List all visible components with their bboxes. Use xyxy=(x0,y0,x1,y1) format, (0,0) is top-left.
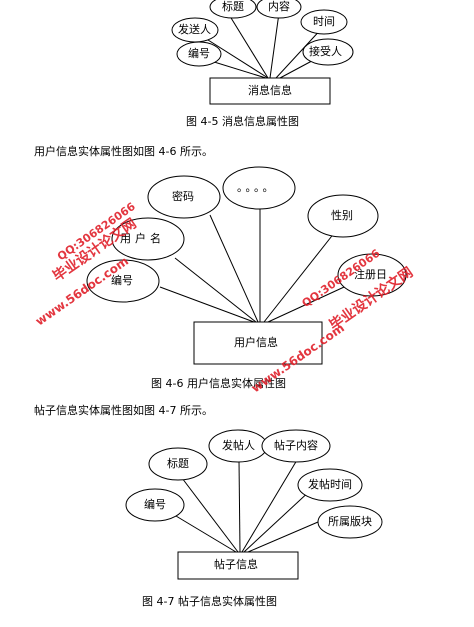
attr-label-receiver: 接受人 xyxy=(309,45,342,58)
attr-ellipse xyxy=(86,259,160,303)
attr-label-post-content: 帖子内容 xyxy=(274,439,318,452)
entity-box xyxy=(177,551,299,580)
attr-ellipse xyxy=(307,194,379,238)
figure-caption: 图 4-5 消息信息属性图 xyxy=(186,115,299,128)
attr-label-content: 内容 xyxy=(268,0,290,13)
attr-label-id: 编号 xyxy=(144,498,166,511)
attr-label-register-date: 注册日 xyxy=(354,268,387,281)
attr-ellipse xyxy=(209,0,257,19)
attr-label-id: 编号 xyxy=(188,47,210,60)
attr-ellipse xyxy=(256,0,302,19)
attr-label-ellipsis: 。。。。 xyxy=(237,181,277,194)
attr-ellipse xyxy=(300,9,348,35)
diagram3-connectors xyxy=(165,459,319,553)
attr-ellipse xyxy=(297,468,363,502)
attr-label-title: 标题 xyxy=(167,457,189,470)
entity-label-message: 消息信息 xyxy=(248,84,292,97)
attr-ellipse xyxy=(261,429,331,463)
body-paragraph: 帖子信息实体属性图如图 4-7 所示。 xyxy=(34,404,213,417)
attr-label-sender: 发送人 xyxy=(178,23,211,36)
attr-ellipse xyxy=(176,41,222,67)
attr-label-board: 所属版块 xyxy=(328,515,372,528)
attr-ellipse xyxy=(222,166,296,210)
entity-box xyxy=(193,321,323,365)
figure-caption: 图 4-7 帖子信息实体属性图 xyxy=(142,595,277,608)
attr-ellipse xyxy=(147,175,221,219)
attr-label-username: 用户名 xyxy=(120,232,165,245)
attr-label-time: 时间 xyxy=(313,15,335,28)
entity-label-post: 帖子信息 xyxy=(214,558,258,571)
attr-ellipse xyxy=(337,253,407,297)
watermark-url: www.56doc.com xyxy=(248,320,347,396)
attr-ellipse xyxy=(148,447,208,481)
figure-caption: 图 4-6 用户信息实体属性图 xyxy=(151,377,286,390)
attr-ellipse xyxy=(302,38,354,66)
attr-label-poster: 发帖人 xyxy=(222,439,255,452)
diagram2-connectors xyxy=(159,208,356,323)
attr-label-id: 编号 xyxy=(111,274,133,287)
attr-label-password: 密码 xyxy=(172,190,194,203)
attr-ellipse xyxy=(125,488,185,522)
attr-ellipse xyxy=(317,505,383,539)
attr-label-gender: 性别 xyxy=(331,209,353,222)
entity-box xyxy=(209,77,331,105)
attr-ellipse xyxy=(111,217,185,261)
entity-label-user: 用户信息 xyxy=(234,336,278,349)
body-paragraph: 用户信息实体属性图如图 4-6 所示。 xyxy=(34,145,213,158)
attr-label-title: 标题 xyxy=(222,0,244,13)
attr-label-post-time: 发帖时间 xyxy=(308,478,352,491)
